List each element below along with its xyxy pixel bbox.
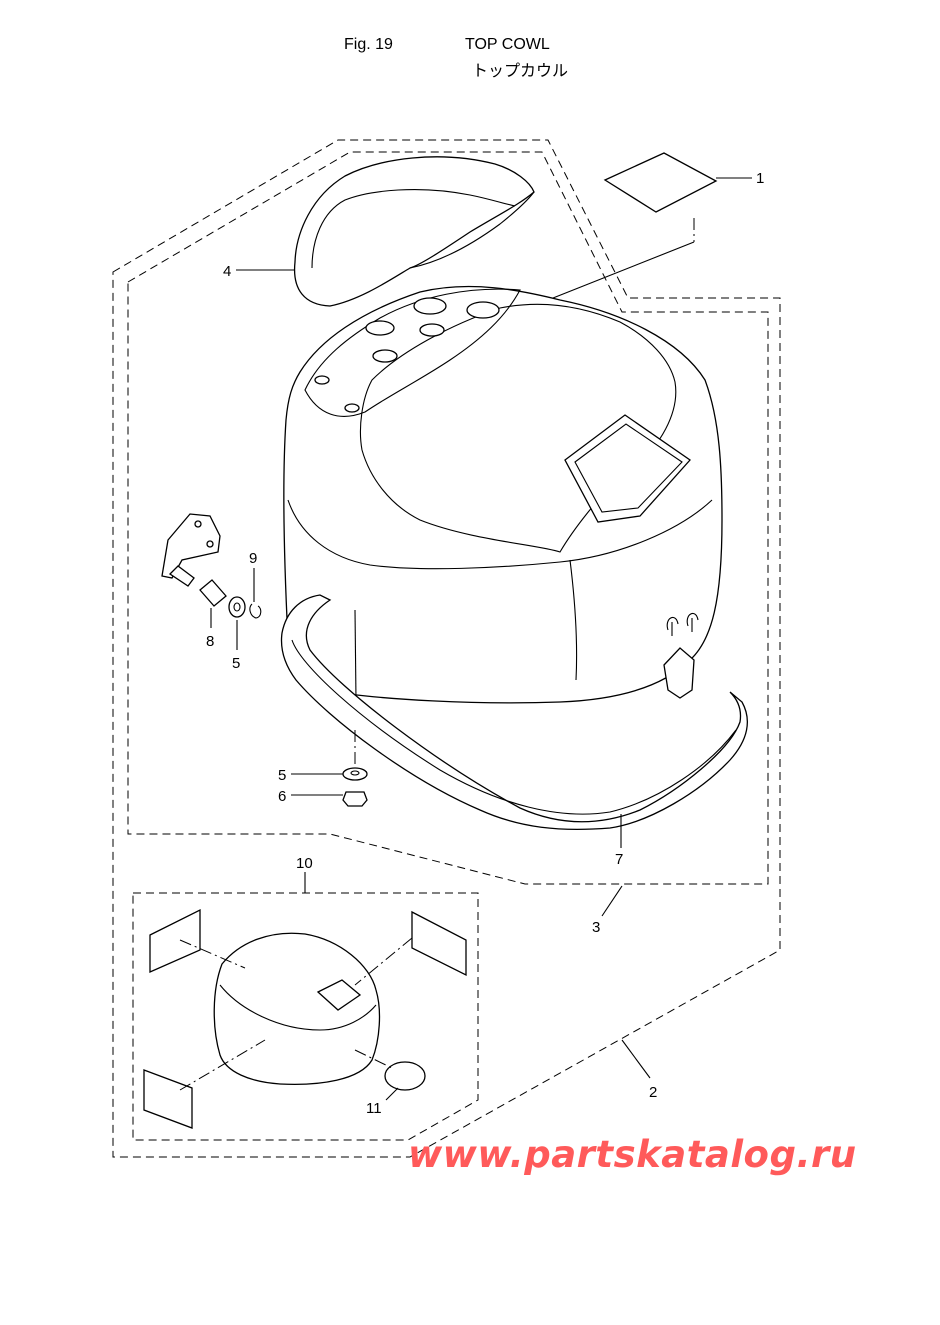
collar-part-8: [199, 579, 227, 607]
top-cowl-part-3: [283, 285, 723, 704]
top-lid-inner-edge: [311, 189, 516, 269]
cowl-front-edge: [569, 559, 578, 681]
bracket-hole-2: [206, 540, 214, 548]
callout-3: 3: [592, 919, 600, 936]
watermark-text: www.partskatalog.ru: [408, 1133, 857, 1176]
figure-number: Fig. 19: [344, 36, 393, 53]
kit-leader-right-top: [354, 937, 413, 986]
label-sheet-part-1: [603, 152, 718, 213]
kit-emblem-part-11: [384, 1061, 426, 1091]
cowl-front-window-inner: [574, 423, 683, 513]
cowl-latch-hook: [663, 647, 695, 699]
callout-5-washer: 5: [232, 655, 240, 672]
callout-6: 6: [278, 788, 286, 805]
kit-leader-emblem: [354, 1049, 393, 1069]
leader-line-11: [385, 1087, 399, 1101]
leader-line-2: [621, 1039, 651, 1079]
kit-leader-left-top: [179, 939, 246, 969]
cowl-rear-edge: [354, 609, 357, 701]
nut-part-6: [342, 791, 368, 807]
kit-label-right-top: [411, 910, 467, 977]
bracket-pin: [168, 565, 195, 587]
kit-leader-left-bottom: [179, 1039, 266, 1091]
boss-7: [344, 403, 360, 413]
washer-part-5: [228, 596, 246, 618]
kit-label-left-top: [149, 908, 201, 973]
boss-6: [314, 375, 330, 385]
callout-9: 9: [249, 550, 257, 567]
boss-2: [466, 301, 500, 319]
cowl-front-window: [564, 414, 691, 523]
assembly-2-boundary: [112, 139, 781, 1158]
callout-1: 1: [756, 170, 764, 187]
boss-1: [413, 297, 447, 315]
grommet-hole: [350, 770, 360, 776]
bracket: [161, 513, 221, 579]
top-lid-rim: [409, 191, 535, 269]
callout-5-grommet: 5: [278, 767, 286, 784]
seal-inner-edge: [291, 639, 737, 815]
boss-3: [365, 320, 395, 336]
cowl-upper-crease: [287, 499, 713, 570]
cowl-grip-marks: [666, 612, 699, 636]
kit-10-boundary: [132, 892, 479, 1141]
callout-2: 2: [649, 1084, 657, 1101]
clip-part-9: [249, 603, 262, 619]
cowl-bosses: [314, 297, 500, 413]
kit-cowl-outline: [213, 932, 381, 1085]
callout-8: 8: [206, 633, 214, 650]
kit-label-left-bottom: [143, 1069, 193, 1129]
washer-hole: [233, 602, 241, 612]
grommet-part-5: [342, 767, 368, 781]
callout-7: 7: [615, 851, 623, 868]
boss-4: [419, 323, 445, 337]
figure-title-english: TOP COWL: [465, 36, 550, 53]
boss-5: [372, 349, 398, 363]
kit-cowl-window: [316, 979, 362, 1011]
seal-rubber-part-7: [280, 594, 748, 831]
callout-10: 10: [296, 855, 313, 872]
kit-cowl-crease: [219, 984, 377, 1031]
assembly-3-boundary: [127, 151, 769, 885]
bracket-hole-1: [194, 520, 202, 528]
figure-title-japanese: トップカウル: [472, 61, 569, 80]
top-lid-part-4: [293, 156, 535, 307]
leader-line-3: [601, 885, 623, 917]
callout-11: 11: [366, 1100, 382, 1117]
callout-4: 4: [223, 263, 231, 280]
